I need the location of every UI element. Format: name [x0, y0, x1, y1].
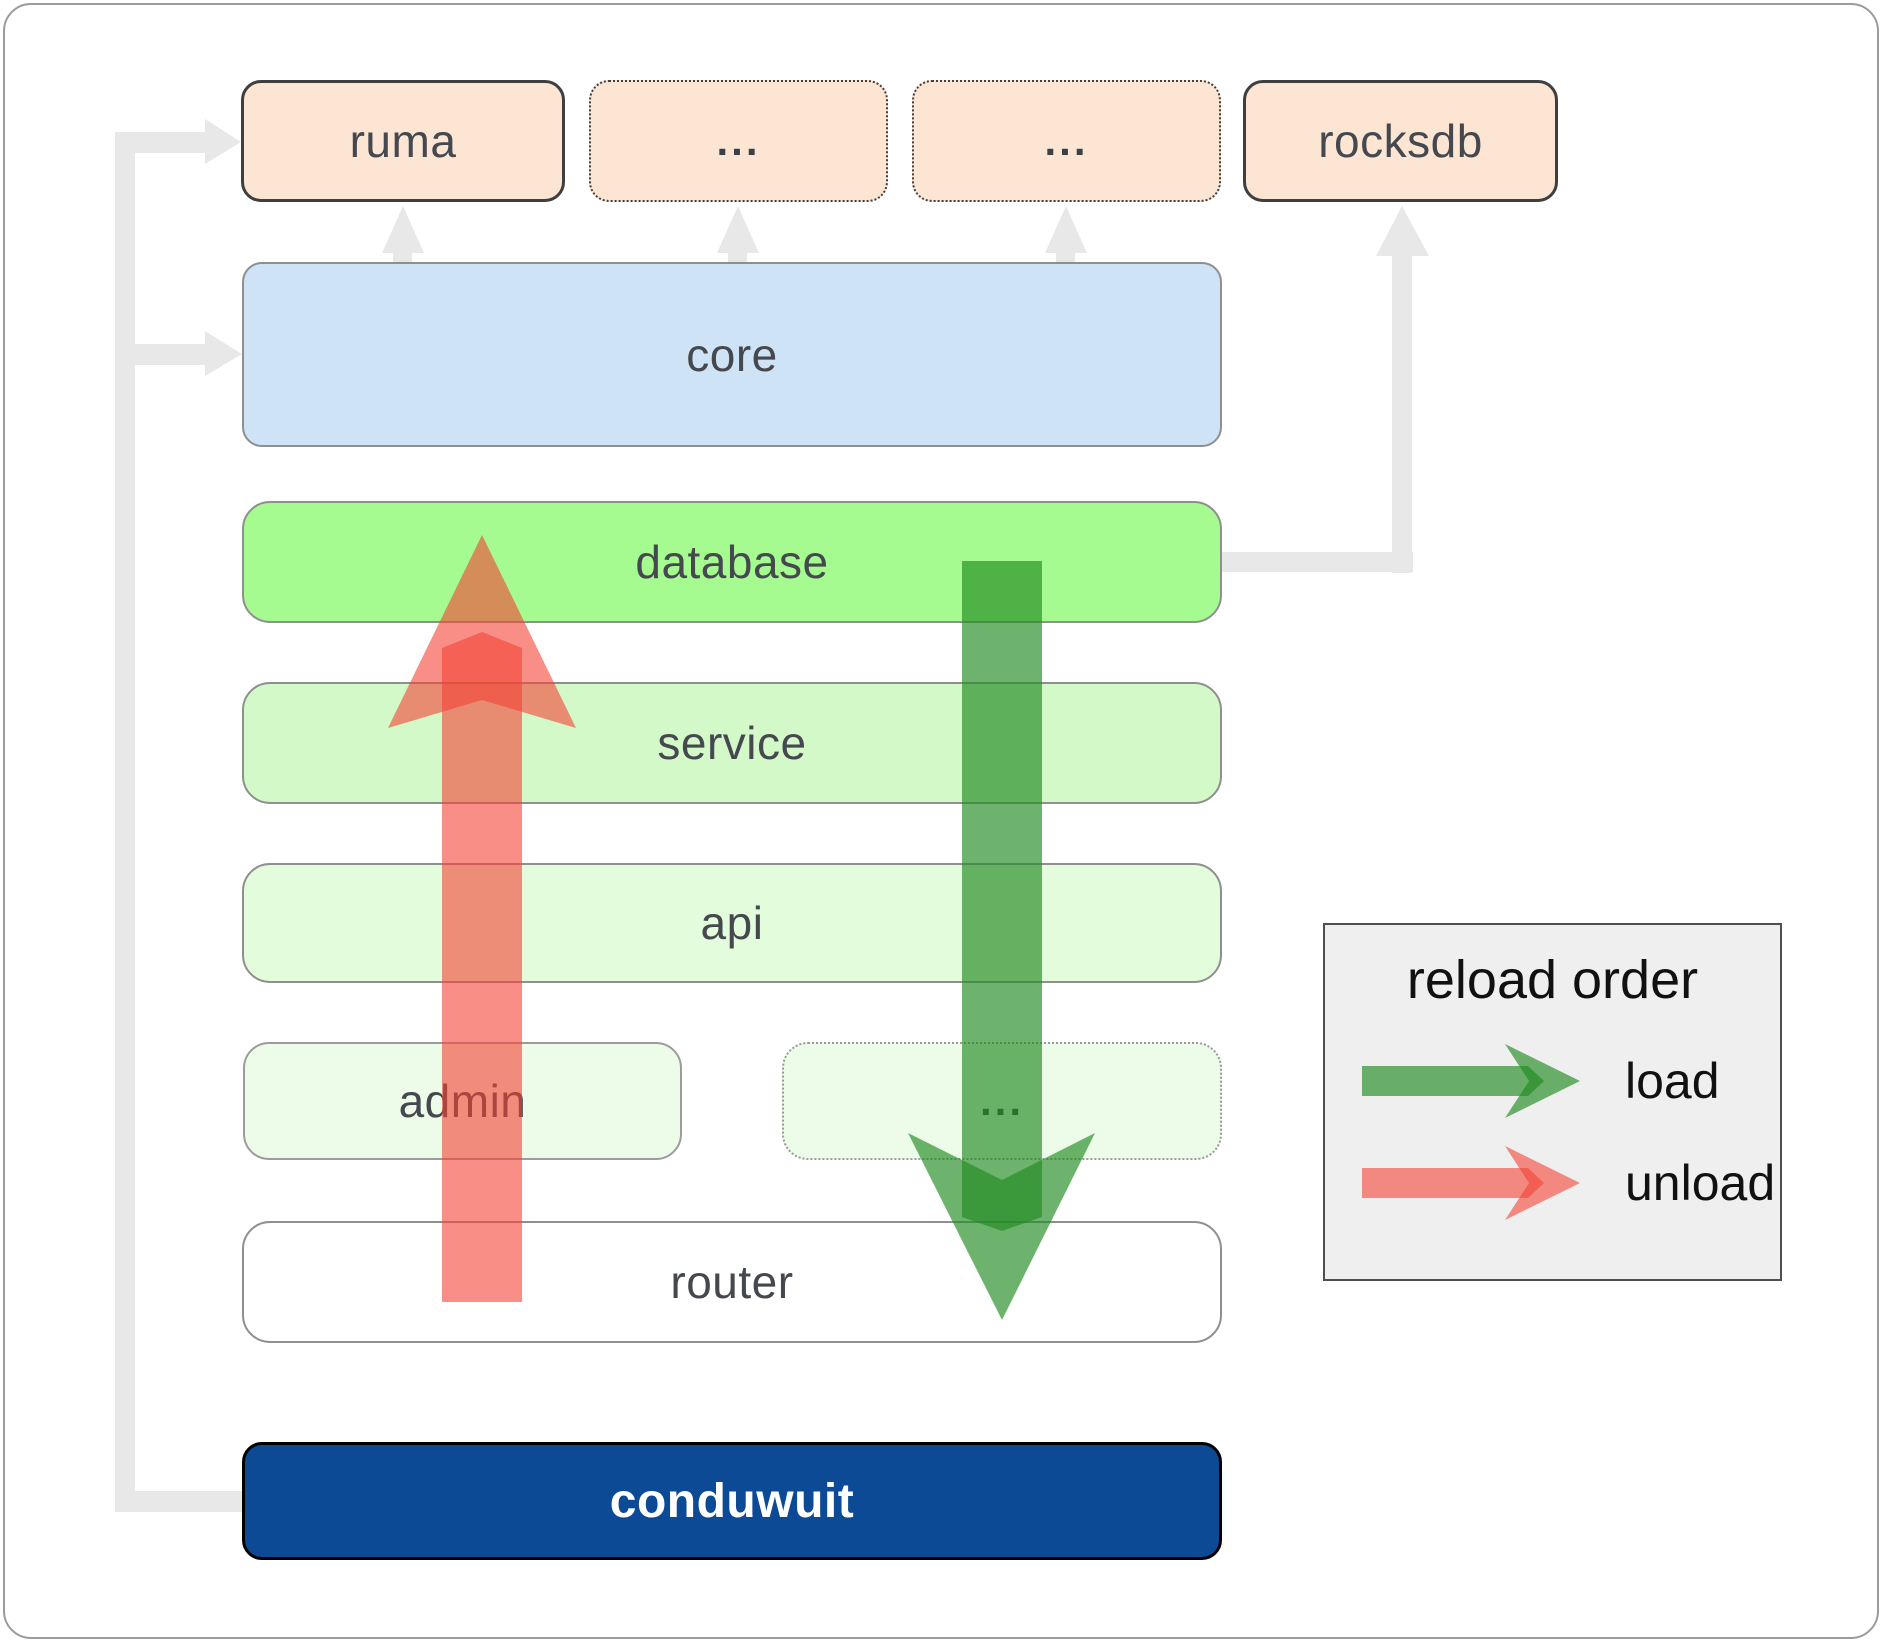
box-api-label: api	[700, 897, 764, 949]
box-ruma: ruma	[241, 80, 565, 202]
box-ellipsis-mid-label: ...	[979, 1077, 1024, 1124]
legend-title: reload order	[1406, 950, 1699, 1010]
box-admin: admin	[243, 1042, 682, 1160]
box-ellipsis-top-1: ...	[589, 80, 888, 202]
box-ellipsis-mid: ...	[782, 1042, 1222, 1160]
box-conduwuit-label: conduwuit	[609, 1474, 855, 1528]
legend-row-load: load	[1325, 1041, 1780, 1121]
box-admin-label: admin	[398, 1075, 527, 1127]
box-ellipsis-top-2-label: ...	[1044, 117, 1089, 164]
legend-load-label: load	[1625, 1053, 1720, 1109]
legend-row-unload: unload	[1325, 1143, 1780, 1223]
box-core-label: core	[686, 328, 778, 381]
box-service: service	[242, 682, 1222, 804]
box-api: api	[242, 863, 1222, 983]
box-conduwuit: conduwuit	[242, 1442, 1222, 1560]
load-arrow-icon	[1362, 1044, 1580, 1118]
box-rocksdb: rocksdb	[1243, 80, 1558, 202]
outer-frame	[3, 3, 1879, 1639]
box-ellipsis-top-2: ...	[912, 80, 1221, 202]
box-router: router	[242, 1221, 1222, 1343]
legend-unload-label: unload	[1625, 1155, 1776, 1211]
box-database-label: database	[635, 536, 829, 588]
box-ruma-label: ruma	[349, 115, 457, 167]
box-rocksdb-label: rocksdb	[1318, 115, 1483, 167]
box-ellipsis-top-1-label: ...	[716, 117, 761, 164]
box-core: core	[242, 262, 1222, 447]
legend: reload order load unload	[1323, 923, 1782, 1281]
box-service-label: service	[657, 717, 807, 769]
box-database: database	[242, 501, 1222, 623]
box-router-label: router	[670, 1256, 794, 1308]
unload-arrow-icon	[1362, 1146, 1580, 1220]
